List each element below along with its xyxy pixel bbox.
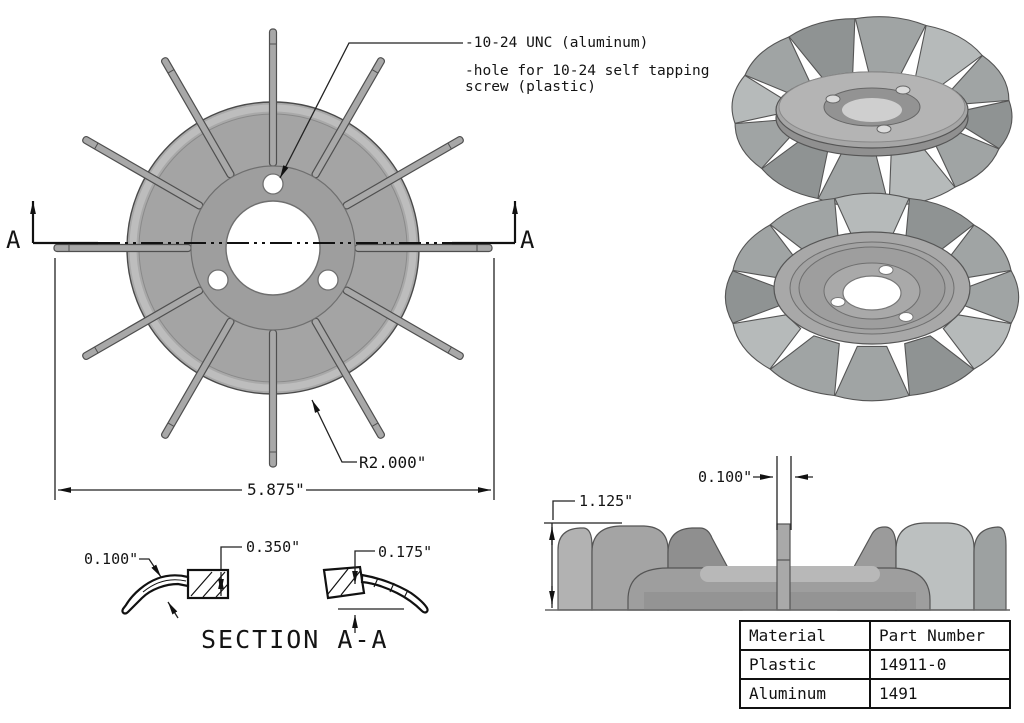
table-header-row: Material Part Number xyxy=(739,620,1011,651)
side-center-blade xyxy=(776,523,791,611)
section-aa-view xyxy=(121,546,429,633)
iso2-hole-2 xyxy=(878,265,894,275)
section-blade-left xyxy=(121,574,190,615)
hub-height-label: 0.350" xyxy=(246,538,301,556)
section-marker-right: A xyxy=(520,226,535,254)
header-part-number: Part Number xyxy=(869,620,1011,651)
table-row: Aluminum 1491 xyxy=(739,678,1011,709)
parts-table: Material Part Number Plastic 14911-0 Alu… xyxy=(739,620,1011,709)
hole-note-line2: screw (plastic) xyxy=(465,79,596,95)
hole-note: -hole for 10-24 self tapping screw (plas… xyxy=(465,63,709,95)
section-hub-right xyxy=(322,565,366,600)
iso2-hole-3 xyxy=(898,312,914,322)
iso-hole-1 xyxy=(825,94,841,104)
dim-hub-height xyxy=(218,546,242,596)
front-blades xyxy=(53,28,493,468)
cell-material-aluminum: Aluminum xyxy=(739,678,871,709)
side-blade-1 xyxy=(557,527,593,611)
mount-hole-right xyxy=(317,269,339,291)
cell-part-plastic: 14911-0 xyxy=(869,649,1011,680)
blade-ticks xyxy=(373,577,409,599)
dim-blade-width xyxy=(753,456,813,530)
thread-note: -10-24 UNC (aluminum) xyxy=(465,35,649,51)
iso-view-bottom xyxy=(724,192,1020,402)
front-view xyxy=(53,28,493,468)
cell-part-aluminum: 1491 xyxy=(869,678,1011,709)
section-marker-left: A xyxy=(6,226,21,254)
cell-material-plastic: Plastic xyxy=(739,649,871,680)
iso-hole-2 xyxy=(895,85,911,95)
section-hub-left xyxy=(186,568,230,600)
section-view-title: SECTION A-A xyxy=(201,625,389,654)
mount-hole-top xyxy=(262,173,284,195)
iso2-hole-1 xyxy=(830,297,846,307)
dim-overall-height xyxy=(544,500,622,608)
iso-bore xyxy=(842,98,902,122)
iso-view-top xyxy=(731,16,1013,208)
dim-blade-thickness xyxy=(139,558,179,619)
dim-overall-width xyxy=(54,258,495,500)
side-blade-6 xyxy=(973,526,1007,611)
center-bore xyxy=(225,200,321,296)
table-row: Plastic 14911-0 xyxy=(739,649,1011,680)
blade-thickness-label: 0.100" xyxy=(84,550,139,568)
side-view xyxy=(545,522,1010,611)
hole-note-line1: -hole for 10-24 self tapping xyxy=(465,63,710,79)
section-blade-right xyxy=(360,573,429,614)
blade-offset-label: 0.175" xyxy=(378,543,433,561)
section-line-AA xyxy=(30,201,518,245)
header-material: Material xyxy=(739,620,871,651)
iso-top-blades xyxy=(731,16,1013,208)
blade-width-label: 0.100" xyxy=(698,468,753,486)
dim-blade-offset xyxy=(338,550,404,633)
height-dim-label: 1.125" xyxy=(579,492,634,510)
width-dim-label: 5.875" xyxy=(247,480,305,499)
radius-dim-label: R2.000" xyxy=(359,453,427,472)
iso-hole-3 xyxy=(876,124,892,134)
leader-thread-note xyxy=(279,42,463,179)
leader-radius xyxy=(311,399,357,463)
iso2-bore xyxy=(842,275,902,311)
mount-hole-left xyxy=(207,269,229,291)
